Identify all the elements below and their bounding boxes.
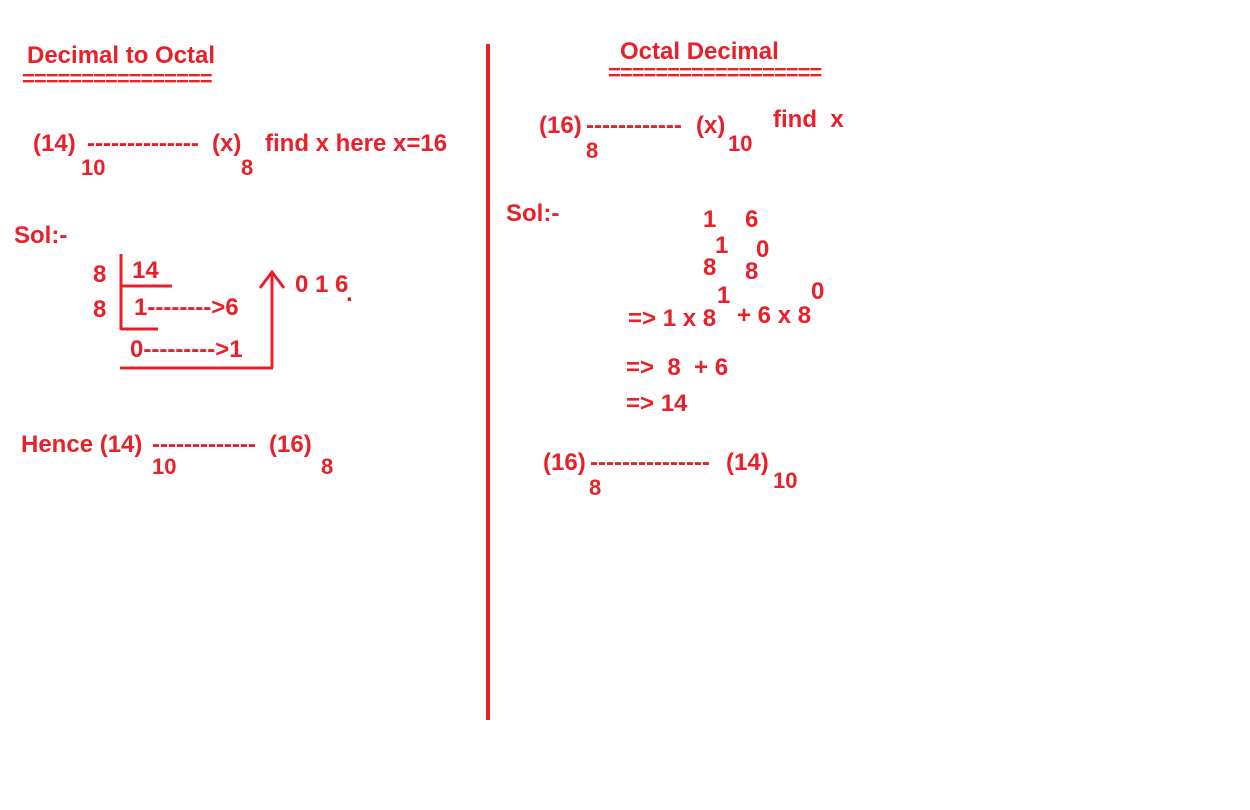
- right-problem-lhs-base: 8: [586, 138, 599, 163]
- right-problem-lhs: (16): [539, 112, 582, 139]
- left-problem-lhs-base: 10: [81, 155, 106, 180]
- right-title: Octal Decimal: [620, 38, 779, 65]
- division-row2-step: 1-------->6: [134, 294, 239, 321]
- power-base-8-a: 8: [703, 254, 717, 281]
- expansion-line3: => 14: [626, 390, 688, 417]
- right-problem-dashes: ------------: [586, 112, 682, 139]
- right-result-dashes: ---------------: [590, 449, 710, 476]
- left-problem-rhs: (x): [212, 130, 242, 157]
- hence-dashes: -------------: [152, 431, 256, 458]
- octal-digit-6: 6: [745, 206, 759, 233]
- power-0: 0: [756, 236, 770, 263]
- division-result-dot: .: [346, 280, 353, 307]
- expansion-line1-a: => 1 x 8: [628, 305, 717, 332]
- left-sol-label: Sol:-: [14, 222, 68, 249]
- expansion-line1-exp1: 1: [717, 282, 731, 309]
- right-problem-rhs-base: 10: [728, 131, 753, 156]
- left-title-underline: ================: [22, 66, 213, 91]
- octal-digit-1: 1: [703, 206, 717, 233]
- arrow-head: [258, 269, 286, 289]
- division-row1-value: 14: [132, 257, 159, 284]
- hence-lhs-base: 10: [152, 454, 177, 479]
- division-row3-step: 0--------->1: [130, 336, 243, 363]
- hence-prefix: Hence (14): [21, 431, 143, 458]
- expansion-line1-b: + 6 x 8: [737, 302, 812, 329]
- power-base-8-b: 8: [745, 258, 759, 285]
- right-sol-label: Sol:-: [506, 200, 560, 227]
- division-row1-divisor: 8: [93, 261, 107, 288]
- right-result-rhs: (14): [726, 449, 769, 476]
- division-result-digits: 0 1 6: [295, 271, 349, 298]
- right-problem-rhs: (x): [696, 112, 726, 139]
- right-result-lhs: (16): [543, 449, 586, 476]
- expansion-line2: => 8 + 6: [626, 354, 729, 381]
- left-title: Decimal to Octal: [27, 42, 216, 69]
- right-result-rhs-base: 10: [773, 468, 798, 493]
- right-result-lhs-base: 8: [589, 475, 602, 500]
- expansion-line1-exp0: 0: [811, 278, 825, 305]
- power-1: 1: [715, 232, 729, 259]
- left-problem-dashes: --------------: [87, 130, 199, 157]
- hence-rhs: (16): [269, 431, 312, 458]
- division-row2-divisor: 8: [93, 296, 107, 323]
- left-problem-rhs-base: 8: [241, 155, 254, 180]
- left-problem-lhs: (14): [33, 130, 76, 157]
- left-problem-note: find x here x=16: [265, 130, 448, 157]
- right-title-underline: ==================: [608, 60, 822, 85]
- right-problem-note: find x: [773, 106, 844, 133]
- hence-rhs-base: 8: [321, 454, 334, 479]
